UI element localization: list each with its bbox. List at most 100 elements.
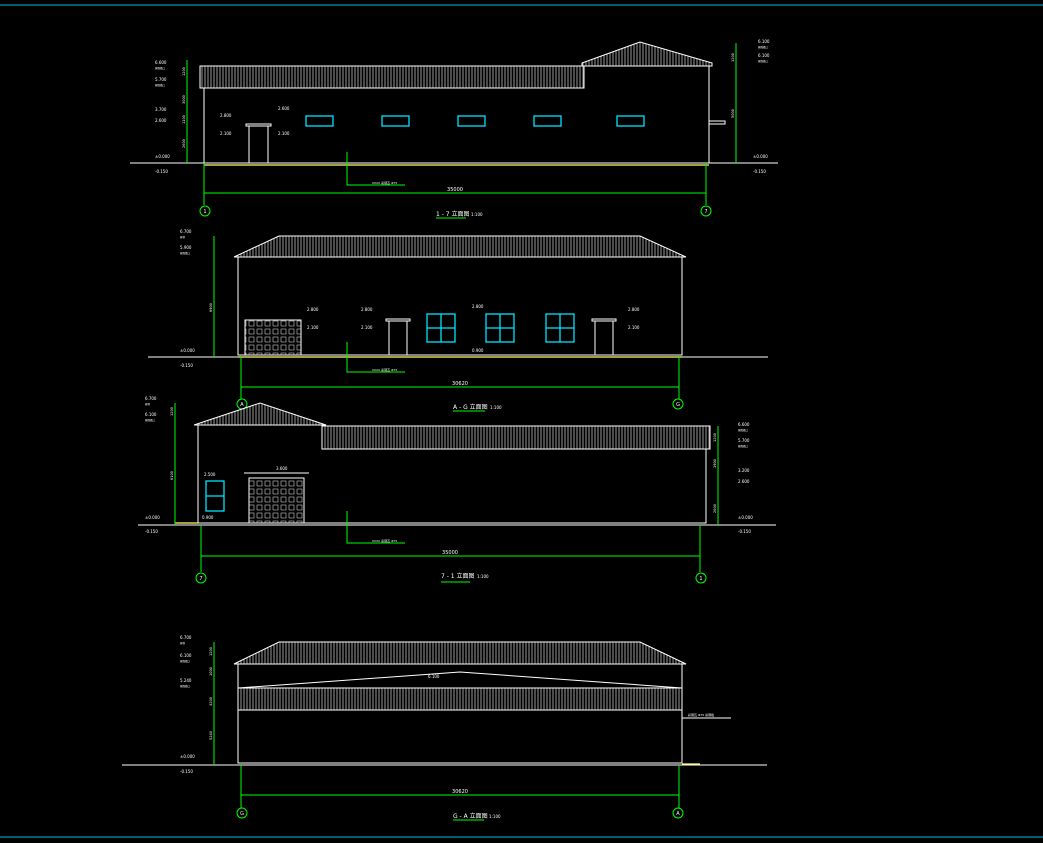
- elevation-mark: 2.100: [278, 131, 290, 136]
- level-note: 屋面檐口: [738, 444, 749, 448]
- elevation-mark: 2.800: [220, 113, 232, 118]
- level-mark: 6.100: [758, 53, 770, 58]
- elevation-title: A - G 立面图: [453, 403, 488, 411]
- overall-dimension: 30620: [452, 381, 468, 387]
- level-mark: -0.150: [738, 529, 751, 534]
- elevation-mark: 2.100: [361, 325, 373, 330]
- building-outline: [197, 425, 707, 524]
- level-mark: 6.700: [145, 396, 157, 401]
- hip-roof: [233, 235, 687, 258]
- roof-truss-line: [237, 671, 683, 689]
- level-note: 屋脊: [180, 641, 186, 645]
- elevation-scale: 1:100: [471, 212, 483, 217]
- level-mark: -0.150: [155, 169, 168, 174]
- elevation-mark: 2.800: [361, 307, 373, 312]
- level-mark: 5.700: [155, 77, 167, 82]
- level-mark: -0.150: [180, 769, 193, 774]
- material-note: XXXX 彩钢瓦 Φ75: [372, 367, 397, 372]
- elevation-mark: 2.100: [307, 325, 319, 330]
- level-mark: ±0.000: [145, 515, 160, 520]
- dimension-value: 5240: [209, 731, 213, 740]
- level-note: 屋面檐口: [180, 251, 191, 255]
- dimension-value: 1000: [209, 667, 213, 676]
- elevation-1-7: 35000 1 7 1 - 7 立面图 1:100 XXXX 彩钢瓦 Φ75 6…: [130, 39, 778, 219]
- level-note: 屋面檐口: [180, 659, 191, 663]
- dimension-value: 1200: [170, 407, 174, 416]
- axis-bubble-right: [695, 572, 707, 584]
- level-mark: 6.600: [738, 422, 750, 427]
- axis-label-left: 1: [203, 209, 206, 215]
- level-mark: ±0.000: [738, 515, 753, 520]
- dimension-value: 2600: [713, 504, 717, 513]
- level-mark: 6.100: [758, 39, 770, 44]
- level-mark: 3.700: [155, 107, 167, 112]
- dimension-value: 1200: [713, 433, 717, 442]
- level-mark: 5.700: [738, 438, 750, 443]
- axis-bubble-left: [195, 572, 207, 584]
- axis-label-right: 7: [704, 209, 707, 215]
- axis-bubble-left: [199, 205, 211, 217]
- wall-vent: [708, 120, 726, 125]
- elevation-G-A: 30620 G A G - A 立面图 1:100 彩钢瓦 Φ75 彩钢板 6.…: [122, 635, 767, 821]
- level-mark: 2.600: [738, 479, 750, 484]
- level-note: 屋面檐口: [155, 83, 166, 87]
- level-mark: 6.100: [145, 412, 157, 417]
- axis-label-right: G: [676, 402, 680, 408]
- door-lintel: [385, 318, 411, 322]
- axis-label-left: 7: [199, 576, 202, 582]
- dimension-value: 6100: [170, 471, 174, 480]
- dimension-value: 3200: [209, 697, 213, 706]
- axis-bubble-right: [672, 398, 684, 410]
- elevation-mark: 2.100: [220, 131, 232, 136]
- level-note: 屋面檐口: [155, 66, 166, 70]
- gable-roof: [581, 41, 713, 67]
- elevation-mark: 2.800: [307, 307, 319, 312]
- roller-door: [244, 319, 302, 356]
- note-leader: [346, 511, 405, 544]
- roller-door: [248, 477, 305, 524]
- elevation-mark: 0.900: [472, 348, 484, 353]
- dimension-value: 1200: [209, 647, 213, 656]
- material-note: XXXX 彩钢瓦 Φ75: [372, 180, 397, 185]
- elevation-scale: 1:100: [489, 814, 501, 819]
- dimension-value: 2600: [182, 139, 186, 148]
- elevation-mark: 2.100: [628, 325, 640, 330]
- note-leader: [346, 342, 405, 373]
- level-note: 屋面檐口: [738, 428, 749, 432]
- level-mark: -0.150: [753, 169, 766, 174]
- overall-dimension: 35000: [442, 550, 458, 556]
- material-note: 彩钢瓦 Φ75 彩钢板: [688, 712, 714, 717]
- window: [381, 115, 410, 127]
- overall-dimension: 35000: [447, 187, 463, 193]
- door-lintel: [591, 318, 617, 322]
- elevation-title: 1 - 7 立面图: [436, 210, 470, 218]
- axis-label-right: 1: [699, 576, 702, 582]
- level-note: 屋面檐口: [145, 418, 156, 422]
- axis-label-left: A: [240, 402, 244, 408]
- elevation-mark: 2.800: [628, 307, 640, 312]
- level-mark: ±0.000: [753, 154, 768, 159]
- wall-cladding-band: [237, 687, 683, 711]
- dimension-value: 1200: [731, 53, 735, 62]
- ridge-mark: 6.100: [428, 674, 440, 679]
- level-mark: 2.600: [155, 118, 167, 123]
- hip-roof: [233, 641, 687, 665]
- dimension-value: 1100: [182, 115, 186, 124]
- dimension-value: 5000: [731, 109, 735, 118]
- dimension-value: 6900: [209, 303, 213, 312]
- axis-bubble-right: [672, 807, 684, 819]
- dimension-value: 1900: [713, 459, 717, 468]
- level-mark: 6.100: [180, 653, 192, 658]
- level-mark: -0.150: [145, 529, 158, 534]
- level-mark: 5.240: [180, 678, 192, 683]
- level-mark: ±0.000: [155, 154, 170, 159]
- level-note: 屋面檐口: [758, 45, 769, 49]
- overall-dimension: 30620: [452, 789, 468, 795]
- level-note: 屋面檐口: [758, 59, 769, 63]
- elevation-mark: 2.500: [204, 472, 216, 477]
- level-mark: ±0.000: [180, 348, 195, 353]
- level-note: 屋脊: [145, 402, 151, 406]
- level-mark: 6.700: [180, 635, 192, 640]
